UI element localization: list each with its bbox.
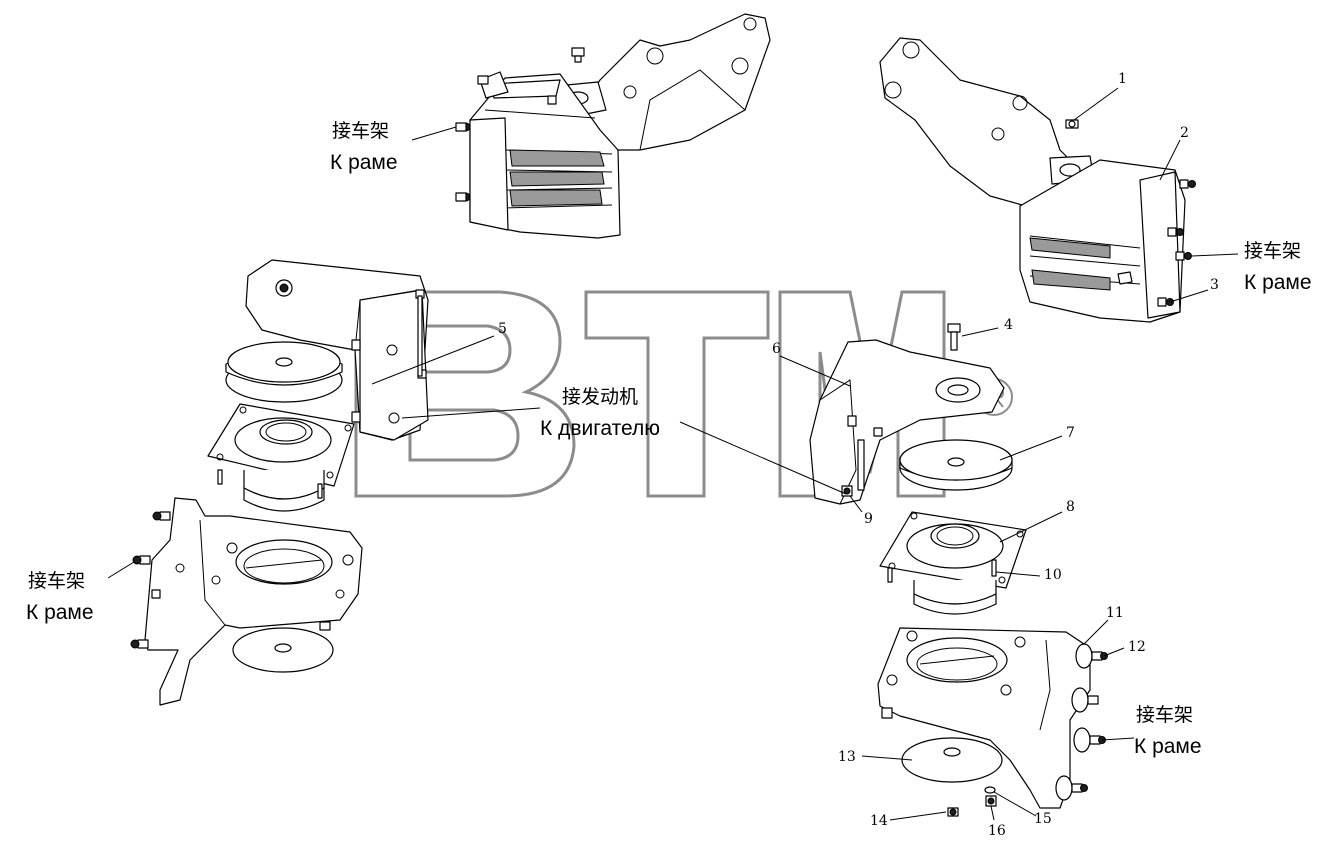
callout-7: 7 xyxy=(1066,425,1075,441)
frame-label-cn-top-left: 接车架 xyxy=(332,120,390,142)
callout-15: 15 xyxy=(1034,811,1052,827)
right-frame-bracket-11 xyxy=(877,627,1108,809)
callout-10: 10 xyxy=(1044,567,1062,583)
frame-label-ru-bottom-left: К раме xyxy=(26,601,94,624)
callout-3: 3 xyxy=(1210,277,1219,293)
top-left-mount-assembly xyxy=(455,13,771,239)
callout-5: 5 xyxy=(498,321,507,337)
callout-14: 14 xyxy=(870,813,888,829)
nut-14 xyxy=(947,807,959,817)
callout-4: 4 xyxy=(1004,317,1013,333)
callout-11: 11 xyxy=(1106,605,1124,621)
cushion-8 xyxy=(879,511,1027,615)
callout-6: 6 xyxy=(772,341,781,357)
top-right-mount-assembly xyxy=(879,37,1196,323)
callout-13: 13 xyxy=(838,749,856,765)
left-rebound-pad xyxy=(225,341,343,403)
left-cushion-plate xyxy=(207,403,355,512)
frame-label-ru-bottom-right: К раме xyxy=(1134,735,1202,758)
bolt-4 xyxy=(947,323,961,351)
callout-12: 12 xyxy=(1128,639,1146,655)
left-engine-bracket-5 xyxy=(245,259,429,441)
callout-16: 16 xyxy=(988,823,1006,839)
leader-lines xyxy=(107,87,1239,821)
engine-label-cn: 接发动机 xyxy=(562,386,639,408)
rebound-pad-13 xyxy=(901,737,1003,783)
rebound-pad-7 xyxy=(899,439,1013,491)
frame-label-ru-top-left: К раме xyxy=(330,151,398,174)
callout-8: 8 xyxy=(1066,499,1075,515)
callout-2: 2 xyxy=(1180,125,1189,141)
frame-label-cn-bottom-right: 接车架 xyxy=(1136,704,1194,726)
engine-label-ru: К двигателю xyxy=(540,417,660,440)
right-engine-bracket-6 xyxy=(809,339,1005,505)
frame-label-cn-top-right: 接车架 xyxy=(1244,240,1302,262)
callout-9: 9 xyxy=(864,511,873,527)
frame-label-ru-top-right: К раме xyxy=(1244,271,1312,294)
frame-label-cn-bottom-left: 接车架 xyxy=(28,570,86,592)
callout-1: 1 xyxy=(1118,71,1127,87)
washer-15-nut-16 xyxy=(984,786,997,807)
left-frame-bracket xyxy=(130,497,363,706)
